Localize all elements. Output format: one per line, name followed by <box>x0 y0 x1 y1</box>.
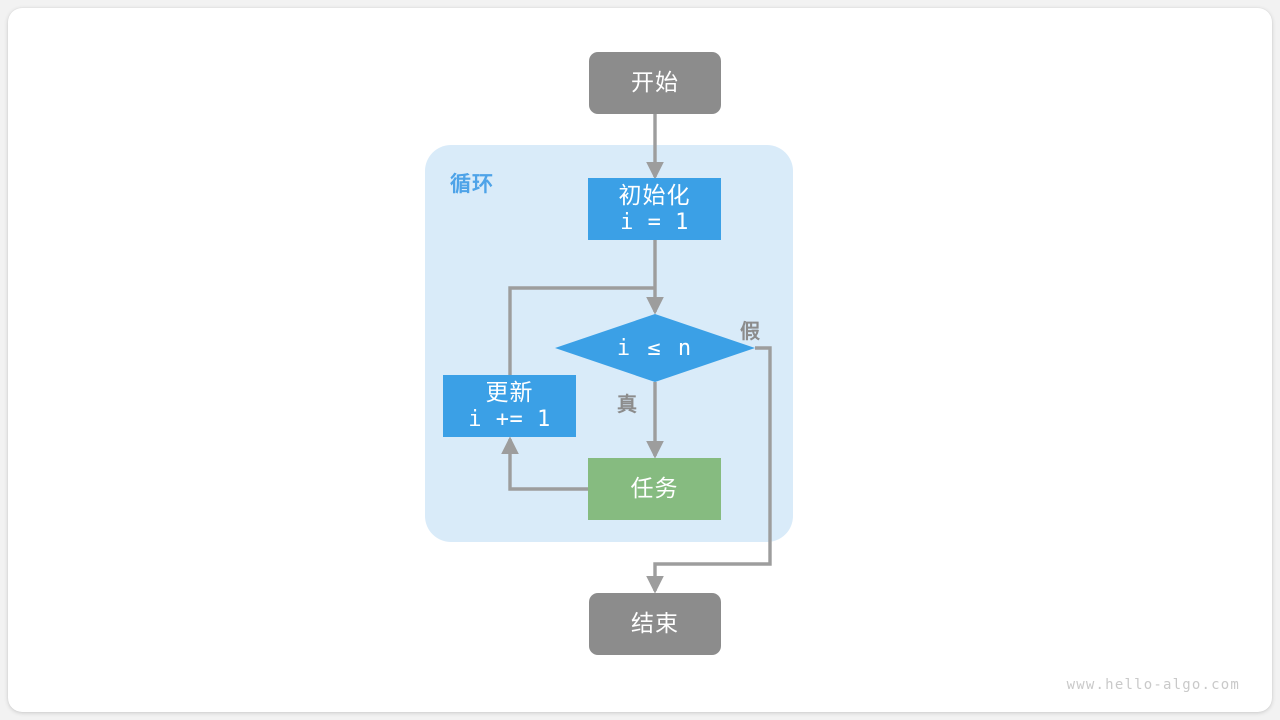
edge-update-to-decision <box>508 286 655 375</box>
edge-task-to-update <box>501 436 588 491</box>
node-init-label: 初始化 <box>618 182 691 209</box>
node-update[interactable]: 更新 i += 1 <box>443 375 576 437</box>
node-task-label: 任务 <box>630 475 679 502</box>
decision-diamond-shape <box>555 314 755 382</box>
node-end[interactable]: 结束 <box>589 593 721 655</box>
edge-decision-false-to-end <box>646 346 772 594</box>
node-task[interactable]: 任务 <box>588 458 721 520</box>
node-update-label: 更新 <box>485 379 534 406</box>
node-decision-label: i ≤ n <box>616 335 694 361</box>
edge-label-true: 真 <box>617 394 638 416</box>
watermark: www.hello-algo.com <box>1066 677 1240 693</box>
node-start[interactable]: 开始 <box>589 52 721 114</box>
node-init-code: i = 1 <box>620 209 689 235</box>
node-update-code: i += 1 <box>468 406 551 432</box>
node-end-label: 结束 <box>631 610 679 637</box>
node-decision[interactable]: i ≤ n <box>555 314 755 382</box>
edge-label-false: 假 <box>740 321 761 343</box>
node-init[interactable]: 初始化 i = 1 <box>588 178 721 240</box>
loop-container-label: 循环 <box>450 173 494 196</box>
node-start-label: 开始 <box>631 69 679 96</box>
